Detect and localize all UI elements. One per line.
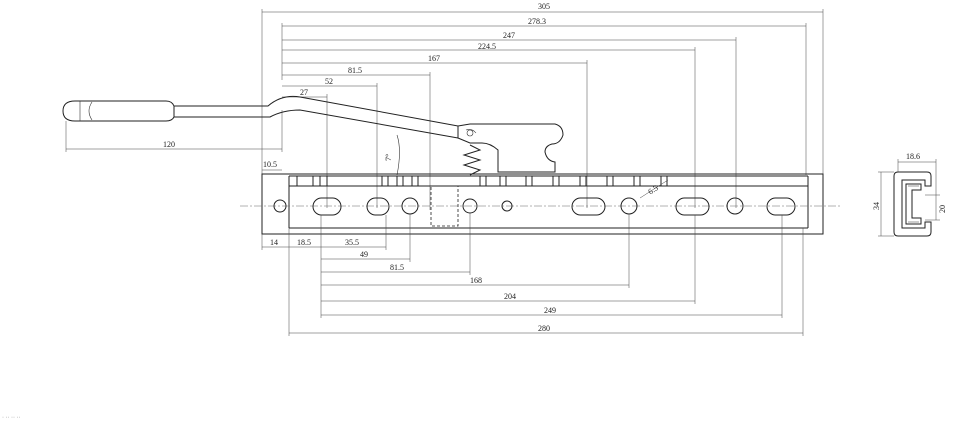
dim-249: 249	[544, 306, 556, 315]
dim-305: 305	[538, 2, 550, 11]
dim-81-5-top: 81.5	[348, 66, 362, 75]
section-inner: 20	[938, 205, 947, 213]
dim-168: 168	[470, 276, 482, 285]
dim-10-5: 10.5	[263, 160, 277, 169]
footer-text: · ·· ·· ··	[2, 415, 21, 421]
dim-120: 120	[163, 140, 175, 149]
dim-247: 247	[503, 31, 515, 40]
dim-204: 204	[504, 292, 516, 301]
section-height: 34	[872, 202, 881, 210]
dim-280: 280	[538, 324, 550, 333]
dim-hole: 6.5	[646, 183, 659, 196]
dim-14: 14	[270, 238, 278, 247]
cross-section-view: 18.6 34 20	[872, 152, 947, 237]
dim-224-5: 224.5	[478, 42, 496, 51]
dim-52: 52	[325, 77, 333, 86]
dim-49: 49	[360, 250, 368, 259]
bottom-dimensions: 14 18.5 35.5 49 81.5 168 204 249 280	[261, 213, 804, 336]
section-width: 18.6	[906, 152, 920, 161]
dim-18-5: 18.5	[297, 238, 311, 247]
dim-81-5-bottom: 81.5	[390, 263, 404, 272]
dim-angle: 7°	[384, 154, 393, 162]
dim-35-5: 35.5	[345, 238, 359, 247]
latch-mechanism: 7°	[384, 123, 564, 176]
top-dimensions: 305 278.3 247 224.5 167 81.5 52 27	[261, 2, 824, 210]
dim-278-3: 278.3	[528, 17, 546, 26]
dim-27: 27	[300, 88, 308, 97]
rail-body: 6.5 10.5	[240, 160, 840, 235]
lever-handle: 120	[62, 95, 459, 152]
dim-167: 167	[428, 54, 440, 63]
